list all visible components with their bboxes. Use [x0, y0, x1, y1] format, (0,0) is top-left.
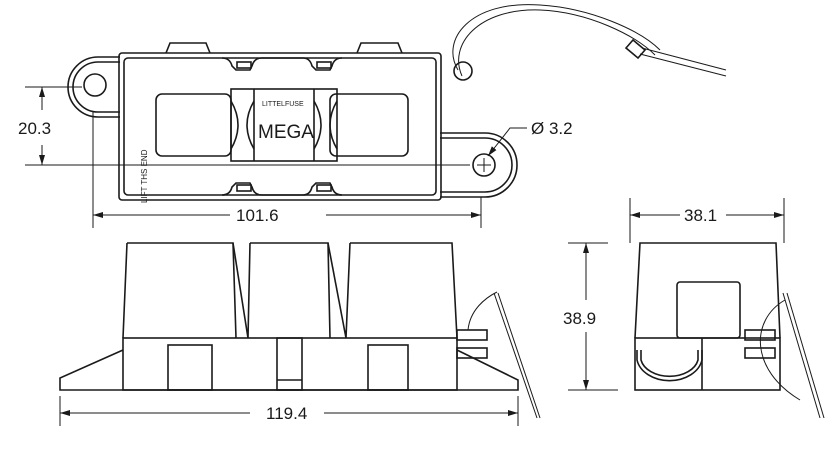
dim-38-1: 38.1	[684, 206, 717, 225]
dim-119-4: 119.4	[266, 404, 307, 423]
brand-label: LITTELFUSE	[262, 101, 304, 108]
dim-hole-3-2: Ø 3.2	[531, 119, 573, 138]
body-outline	[118, 52, 442, 201]
dim-101-6: 101.6	[236, 206, 279, 225]
side-view: 119.4	[59, 242, 541, 426]
dim-20-3: 20.3	[18, 119, 51, 138]
end-view: 38.1 38.9	[563, 198, 825, 419]
left-mounting-hole	[83, 73, 107, 97]
right-mounting-tab	[440, 132, 518, 198]
right-mounting-hole	[472, 153, 496, 177]
top-clips	[165, 42, 403, 54]
top-view: LITTELFUSE MEGA LIFT THS END 20.3 101.6 …	[18, 4, 727, 228]
tie-strap	[452, 4, 661, 71]
fuse-type-label: MEGA	[258, 122, 314, 143]
right-terminal	[329, 93, 409, 157]
lift-note: LIFT THS END	[140, 149, 149, 203]
fuse-element	[230, 88, 338, 162]
dim-38-9: 38.9	[563, 309, 596, 328]
left-terminal	[155, 93, 232, 157]
